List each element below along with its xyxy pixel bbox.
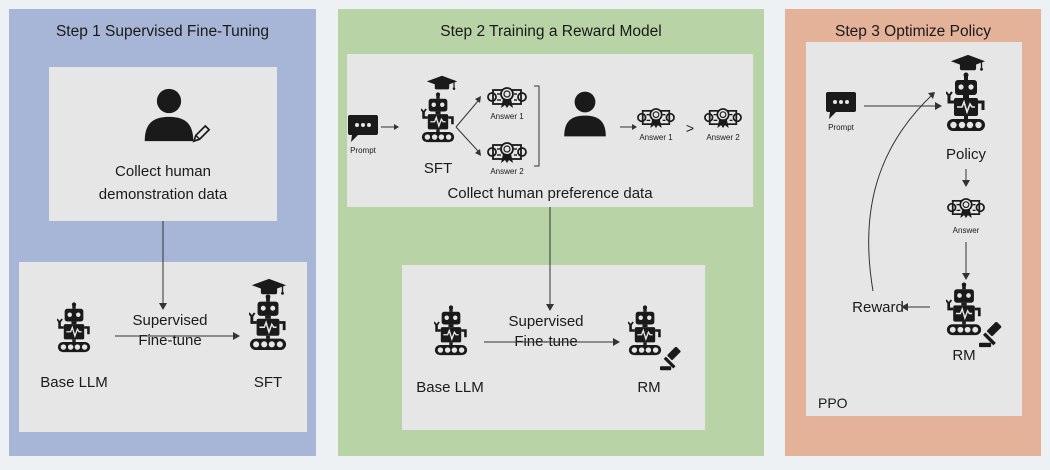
step1-collect-line1: Collect human (115, 163, 211, 180)
arrow-right-head (233, 332, 240, 340)
step3-reward-label: Reward (852, 299, 904, 316)
step2-arrows (381, 85, 637, 346)
step2-collect-box: Prompt SFT Answer 1 Answer 2 Answer 1 > … (347, 54, 753, 207)
step3-title: Step 3 Optimize Policy (835, 23, 991, 40)
step2-title: Step 2 Training a Reward Model (440, 23, 662, 40)
step2-rank-symbol: > (685, 120, 695, 136)
step3-box: Prompt Policy Answer Reward RM PPO (806, 42, 1022, 416)
step3-answer-label: Answer (952, 226, 980, 235)
step1-collect-line2: demonstration data (98, 186, 228, 203)
step2-base-label: Base LLM (416, 379, 484, 396)
step2-sft-label: SFT (423, 160, 453, 177)
step2-finetune-box: Base LLM Supervised Fine-tune RM (402, 265, 705, 430)
step2-edge-label-1: Supervised (508, 313, 584, 330)
step2-answer1-label: Answer 1 (490, 112, 524, 121)
step2-prompt-label: Prompt (350, 146, 376, 155)
step2-panel: Step 2 Training a Reward Model Prompt SF… (338, 9, 764, 456)
step2-target-label: RM (637, 379, 661, 396)
step1-collect-box: Collect human demonstration data (49, 67, 277, 221)
step3-arrows (864, 92, 970, 311)
arrow-down-head (159, 303, 167, 310)
step2-rank-answer2: Answer 2 (706, 133, 740, 142)
step1-panel: Step 1 Supervised Fine-Tuning Collect hu… (9, 9, 316, 456)
step1-base-label: Base LLM (40, 374, 108, 391)
step2-collect-label: Collect human preference data (447, 185, 653, 202)
step3-panel: Step 3 Optimize Policy Prompt Policy Ans… (785, 9, 1041, 456)
step1-target-label: SFT (253, 374, 283, 391)
step2-rank-answer1: Answer 1 (639, 133, 673, 142)
step1-edge-label-1: Supervised (132, 312, 208, 329)
step3-prompt-label: Prompt (828, 123, 854, 132)
step3-policy-label: Policy (945, 146, 986, 163)
step1-title: Step 1 Supervised Fine-Tuning (55, 23, 270, 40)
step3-rm-label: RM (952, 347, 976, 364)
step2-answer2-label: Answer 2 (490, 167, 524, 176)
step3-algo-label: PPO (818, 395, 848, 411)
step1-arrows (115, 221, 240, 340)
